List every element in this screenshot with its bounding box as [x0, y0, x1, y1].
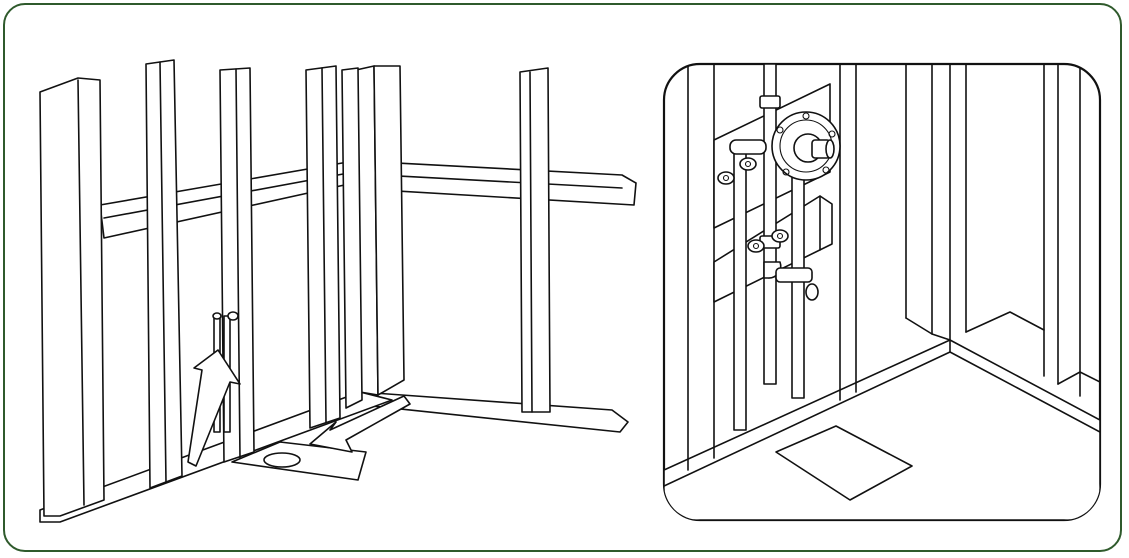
stud-left-5	[341, 67, 363, 409]
closeup-drain-box	[775, 425, 913, 501]
drain-hole	[263, 452, 301, 468]
stud-left-1	[39, 77, 105, 517]
stud-back-3	[519, 67, 551, 413]
closeup-studs	[687, 64, 1100, 471]
left-framing-scene	[39, 59, 637, 523]
arrow-to-pipes-icon	[187, 349, 241, 467]
stud-left-4	[305, 65, 341, 429]
stud-back-2	[373, 65, 405, 396]
stud-left-2	[145, 59, 183, 489]
right-valve-closeup	[662, 62, 1102, 522]
top-blocking-right	[377, 161, 637, 206]
closeup-floor	[664, 339, 1100, 520]
arrow-to-drain-icon	[309, 395, 411, 453]
shower-valve-icon	[771, 111, 841, 181]
